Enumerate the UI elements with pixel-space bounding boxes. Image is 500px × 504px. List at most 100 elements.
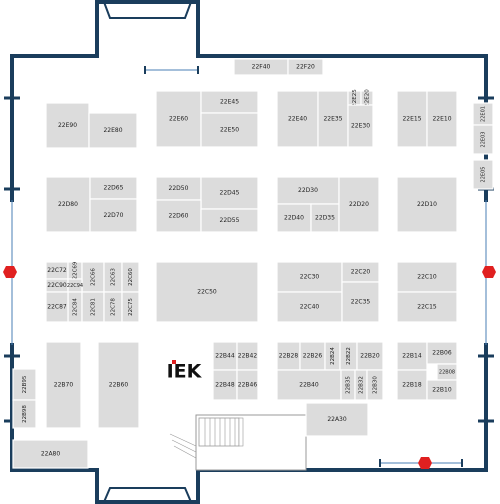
booth-22d70[interactable]: 22D70 [89, 198, 138, 233]
booth-22b22[interactable]: 22B22 [339, 341, 358, 371]
booth-area[interactable] [212, 341, 238, 371]
booth-area[interactable] [200, 176, 259, 210]
booth-22b06[interactable]: 22B06 [426, 341, 458, 365]
booth-22b35[interactable]: 22B35 [340, 369, 356, 401]
booth-22c35[interactable]: 22C35 [341, 281, 380, 323]
booth-area[interactable] [155, 199, 202, 233]
booth-22e45[interactable]: 22E45 [200, 90, 259, 114]
booth-area[interactable] [396, 176, 458, 233]
entrance-right-icon[interactable] [482, 266, 496, 278]
booth-area[interactable] [276, 90, 319, 148]
booth-area[interactable] [341, 281, 380, 323]
booth-22c87[interactable]: 22C87 [45, 291, 69, 323]
booth-22e50[interactable]: 22E50 [200, 112, 259, 148]
booth-area[interactable] [276, 261, 343, 293]
booth-22b28[interactable]: 22B28 [276, 341, 301, 371]
entrance-markers[interactable] [3, 266, 496, 469]
booth-22e05[interactable]: 22E05 [472, 159, 494, 190]
booth-area[interactable] [338, 176, 380, 233]
booth-area[interactable] [89, 198, 138, 233]
booth-area[interactable] [396, 261, 458, 293]
booth-area[interactable] [347, 104, 374, 148]
booth-22c84[interactable]: 22C84 [67, 291, 83, 323]
booth-22c90[interactable]: 22C90 [45, 278, 69, 293]
booth-22e35[interactable]: 22E35 [317, 90, 349, 148]
booth-22a80[interactable]: 22A80 [12, 439, 89, 469]
booth-area[interactable] [236, 369, 259, 401]
entrance-bottom-icon[interactable] [418, 457, 432, 469]
booth-22e15[interactable]: 22E15 [396, 90, 428, 148]
booth-22e40[interactable]: 22E40 [276, 90, 319, 148]
booth-22b44[interactable]: 22B44 [212, 341, 238, 371]
booth-area[interactable] [88, 112, 138, 149]
booth-22d55[interactable]: 22D55 [200, 208, 259, 233]
booth-area[interactable] [276, 291, 343, 323]
booth-22b46[interactable]: 22B46 [236, 369, 259, 401]
booth-22c81[interactable]: 22C81 [81, 291, 105, 323]
booth-22d10[interactable]: 22D10 [396, 176, 458, 233]
booth-22d35[interactable]: 22D35 [310, 203, 340, 233]
booth-area[interactable] [472, 124, 494, 155]
booth-22b95[interactable]: 22B95 [12, 368, 37, 401]
booth-area[interactable] [97, 341, 140, 429]
booth-22d40[interactable]: 22D40 [276, 203, 312, 233]
booth-22d65[interactable]: 22D65 [89, 176, 138, 200]
booth-22e60[interactable]: 22E60 [155, 90, 202, 148]
booth-22e30[interactable]: 22E30 [347, 104, 374, 148]
booth-area[interactable] [472, 159, 494, 190]
booth-22c78[interactable]: 22C78 [103, 291, 123, 323]
booth-22f40[interactable]: 22F40 [233, 58, 289, 76]
booth-22c69[interactable]: 22C69 [67, 261, 83, 280]
booth-area[interactable] [396, 90, 428, 148]
booth-22d60[interactable]: 22D60 [155, 199, 202, 233]
booth-22b60[interactable]: 22B60 [97, 341, 140, 429]
booth-area[interactable] [396, 369, 428, 401]
booth-22a30[interactable]: 22A30 [305, 402, 369, 437]
booth-22c20[interactable]: 22C20 [341, 261, 380, 283]
booth-22b32[interactable]: 22B32 [354, 369, 368, 401]
booth-22c63[interactable]: 22C63 [103, 261, 123, 293]
booth-22e03[interactable]: 22E03 [472, 124, 494, 155]
booth-22c66[interactable]: 22C66 [81, 261, 105, 293]
booth-22b18[interactable]: 22B18 [396, 369, 428, 401]
booth-area[interactable] [12, 439, 89, 469]
booth-22c10[interactable]: 22C10 [396, 261, 458, 293]
booth-22b42[interactable]: 22B42 [236, 341, 259, 371]
booth-22b24[interactable]: 22B24 [324, 341, 341, 371]
booth-area[interactable] [396, 291, 458, 323]
booth-22d30[interactable]: 22D30 [276, 176, 340, 205]
booth-22e90[interactable]: 22E90 [45, 102, 90, 149]
booth-22b40[interactable]: 22B40 [276, 369, 342, 401]
booth-area[interactable] [155, 261, 259, 323]
booth-22f20[interactable]: 22F20 [287, 58, 324, 76]
booth-22e25[interactable]: 22E25 [347, 89, 362, 107]
booth-area[interactable] [12, 399, 37, 429]
booth-22b98[interactable]: 22B98 [12, 399, 37, 429]
booth-22b10[interactable]: 22B10 [426, 379, 458, 401]
booth-22d20[interactable]: 22D20 [338, 176, 380, 233]
booth-area[interactable] [299, 341, 326, 371]
booth-22c94[interactable]: 22C94 [67, 278, 83, 293]
booth-22e10[interactable]: 22E10 [426, 90, 458, 148]
booth-22b70[interactable]: 22B70 [45, 341, 82, 429]
booth-area[interactable] [155, 90, 202, 148]
booth-area[interactable] [317, 90, 349, 148]
booth-22c72[interactable]: 22C72 [45, 261, 69, 280]
booth-area[interactable] [287, 58, 324, 76]
booth-area[interactable] [121, 291, 140, 323]
booth-22b20[interactable]: 22B20 [356, 341, 384, 371]
booth-area[interactable] [45, 291, 69, 323]
booth-22b26[interactable]: 22B26 [299, 341, 326, 371]
entrance-left-icon[interactable] [3, 266, 17, 278]
booth-22b14[interactable]: 22B14 [396, 341, 428, 371]
booth-area[interactable] [305, 402, 369, 437]
booth-22e01[interactable]: 22E01 [472, 102, 494, 126]
booth-22e80[interactable]: 22E80 [88, 112, 138, 149]
booth-area[interactable] [200, 112, 259, 148]
booth-22d80[interactable]: 22D80 [45, 176, 91, 233]
booth-22c50[interactable]: 22C50 [155, 261, 259, 323]
booth-22c60[interactable]: 22C60 [121, 261, 140, 293]
booth-22c30[interactable]: 22C30 [276, 261, 343, 293]
booth-22b48[interactable]: 22B48 [212, 369, 238, 401]
booth-22c40[interactable]: 22C40 [276, 291, 343, 323]
